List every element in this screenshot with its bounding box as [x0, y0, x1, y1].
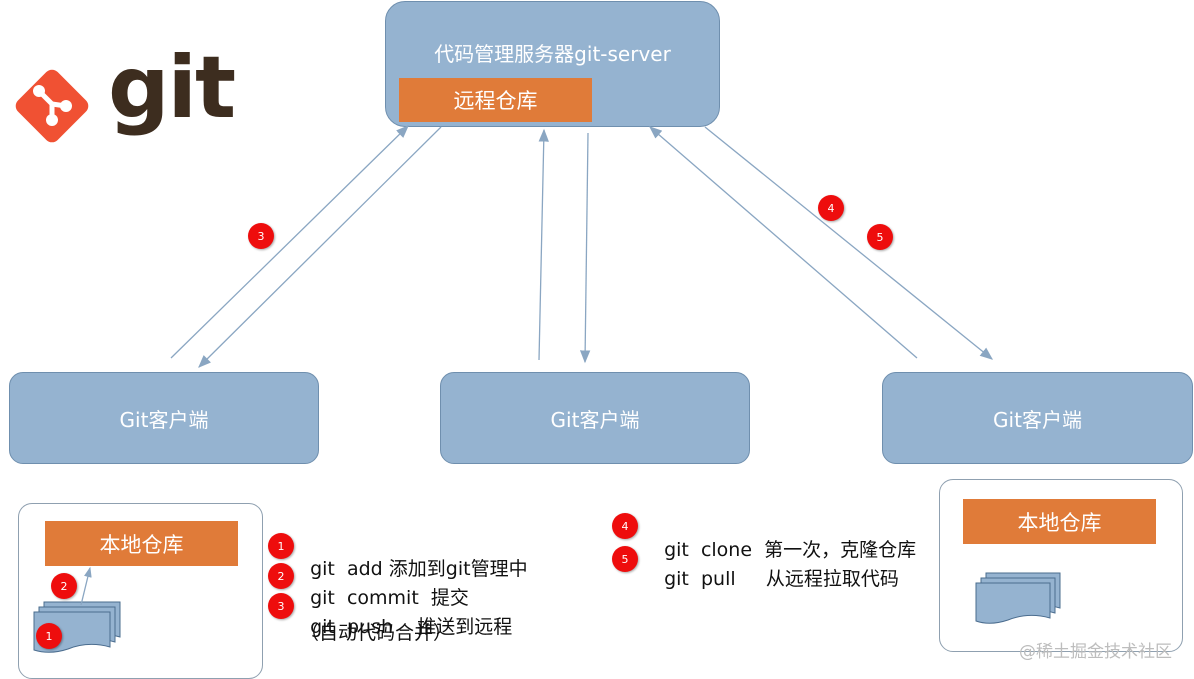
legend-cmd: git push [310, 616, 394, 638]
arrow-mid-up [538, 128, 549, 361]
commit-arrow [80, 566, 92, 606]
local-repo-label: 本地仓库 [99, 532, 184, 557]
legend-item-clone: git clone 第一次，克隆仓库 [652, 514, 916, 562]
arrow-mid-down [579, 132, 591, 364]
git-client-middle: Git客户端 [440, 372, 750, 464]
legend-item-push: git push 推送到远程 [298, 591, 512, 639]
git-logo-icon [15, 69, 89, 143]
remote-repo-label: 远程仓库 [453, 89, 538, 113]
legend-badge-5: 5 [612, 546, 638, 572]
git-client-left: Git客户端 [9, 372, 319, 464]
legend-desc: 添加到git管理中 [388, 558, 528, 580]
local-repo-right: 本地仓库 [963, 499, 1156, 544]
file-stack-icon [975, 572, 1061, 624]
arrow-right-down [704, 126, 994, 360]
legend-badge-4: 4 [612, 513, 638, 539]
local-repo-label: 本地仓库 [1017, 510, 1102, 535]
legend-item-add: git add 添加到git管理中 [298, 533, 528, 581]
legend-desc: 推送到远程 [417, 616, 513, 638]
legend-cmd: git commit [310, 587, 419, 609]
badge-local-1: 1 [36, 623, 62, 649]
git-logo-text: git [108, 38, 236, 138]
remote-repo: 远程仓库 [399, 78, 592, 122]
client-label: Git客户端 [119, 407, 209, 432]
legend-desc: 第一次，克隆仓库 [764, 539, 917, 561]
arrow-left-push [170, 125, 409, 359]
legend-push-note: （自动代码合并） [300, 622, 453, 644]
legend-cmd: git pull [664, 568, 736, 590]
legend-cmd: git clone [664, 539, 753, 561]
legend-item-commit: git commit 提交 [298, 562, 469, 610]
watermark: @稀土掘金技术社区 [1019, 642, 1172, 662]
badge-3: 3 [248, 223, 274, 249]
git-client-right: Git客户端 [882, 372, 1193, 464]
legend-desc: 从远程拉取代码 [765, 568, 899, 590]
arrow-left-return [198, 126, 442, 368]
legend-badge-3: 3 [268, 593, 294, 619]
badge-local-2: 2 [51, 573, 77, 599]
legend-item-pull: git pull 从远程拉取代码 [652, 543, 899, 591]
badge-4: 4 [818, 195, 844, 221]
legend-badge-1: 1 [268, 533, 294, 559]
badge-5: 5 [867, 224, 893, 250]
legend-desc: 提交 [430, 587, 469, 609]
client-label: Git客户端 [550, 407, 640, 432]
client-label: Git客户端 [993, 407, 1082, 432]
arrow-right-up [649, 126, 918, 359]
local-repo-left: 本地仓库 [45, 521, 238, 566]
legend-badge-2: 2 [268, 563, 294, 589]
server-title: 代码管理服务器git-server [434, 42, 671, 66]
legend-cmd: git add [310, 558, 383, 580]
